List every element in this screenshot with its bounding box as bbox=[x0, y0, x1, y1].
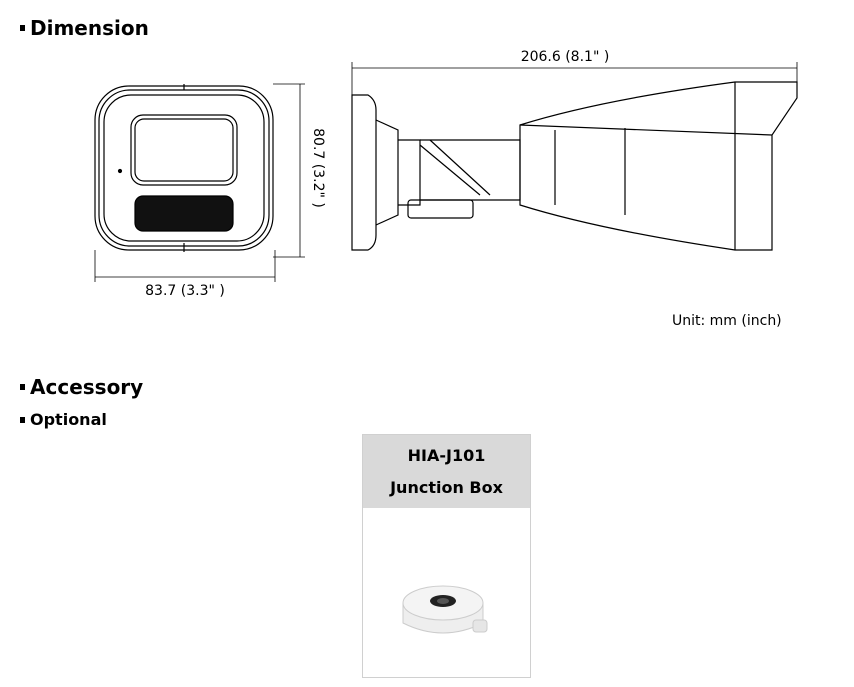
accessory-name: Junction Box bbox=[390, 478, 503, 498]
length-dimension: 206.6 (8.1" ) bbox=[520, 49, 610, 65]
accessory-card: HIA-J101 Junction Box bbox=[362, 434, 531, 678]
junction-box-image bbox=[402, 585, 488, 634]
dimension-title: Dimension bbox=[30, 16, 149, 40]
width-dimension: 83.7 (3.3" ) bbox=[145, 283, 225, 299]
bullet-icon bbox=[20, 416, 25, 423]
height-dimension: 80.7 (3.2" ) bbox=[310, 128, 326, 208]
dimension-lines bbox=[94, 62, 798, 282]
accessory-title: Accessory bbox=[30, 375, 144, 399]
accessory-model: HIA-J101 bbox=[407, 445, 486, 465]
bullet-icon bbox=[20, 25, 25, 31]
front-view-drawing bbox=[94, 84, 274, 252]
accessory-heading: Accessory bbox=[20, 375, 143, 399]
accessory-card-header: HIA-J101 Junction Box bbox=[363, 435, 530, 508]
optional-title: Optional bbox=[30, 410, 107, 429]
bullet-icon bbox=[20, 384, 25, 390]
side-view-drawing bbox=[351, 81, 798, 251]
optional-heading: Optional bbox=[20, 410, 107, 429]
dimension-heading: Dimension bbox=[20, 16, 149, 40]
unit-label: Unit: mm (inch) bbox=[672, 313, 782, 329]
